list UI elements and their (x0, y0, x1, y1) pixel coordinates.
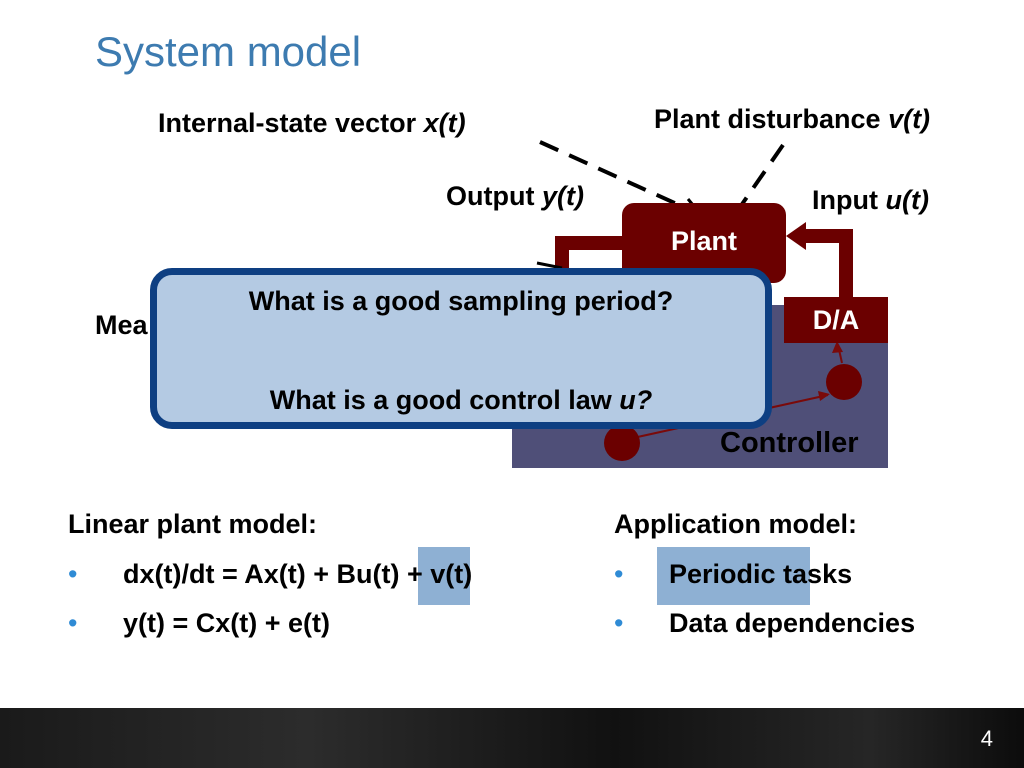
plant-label: Plant (670, 226, 737, 256)
linear-plant-heading: Linear plant model: (68, 509, 318, 539)
input-arrowhead (786, 222, 806, 250)
data-dependencies-item: • Data dependencies (614, 608, 916, 638)
controller-up-arrowhead (832, 341, 843, 353)
periodic-highlight (657, 547, 810, 605)
plant-disturbance-label: Plant disturbance v(t) (654, 104, 931, 134)
disturbance-arrow (736, 143, 785, 212)
bullet-icon: • (68, 608, 78, 638)
da-converter-box (784, 297, 888, 343)
bullet-icon: • (614, 559, 624, 589)
bullet-icon: • (614, 608, 624, 638)
internal-state-label: Internal-state vector x(t) (158, 108, 466, 138)
da-converter-label: D/A (812, 305, 860, 335)
output-dash (536, 261, 563, 270)
controller-internals (604, 341, 862, 461)
periodic-tasks-item: • Periodic tasks (614, 559, 853, 589)
footer-band (0, 708, 1024, 768)
question-control-law: What is a good control law u? (269, 385, 653, 415)
page-number: 4 (980, 726, 993, 751)
input-label: Input u(t) (812, 185, 929, 215)
output-label: Output y(t) (446, 181, 584, 211)
internal-state-arrow (539, 140, 691, 212)
bullet-icon: • (68, 559, 78, 589)
controller-node-left (604, 425, 640, 461)
u-highlight (418, 547, 470, 605)
question-sampling-period: What is a good sampling period? (248, 286, 674, 316)
plant-equation-state: • dx(t)/dt = Ax(t) + Bu(t) + v(t) (68, 559, 473, 589)
controller-label: Controller (720, 427, 859, 459)
plant-equation-output: • y(t) = Cx(t) + e(t) (68, 608, 331, 638)
measurement-label: Mea (95, 310, 148, 340)
controller-link-arrowhead (818, 391, 830, 401)
slide-title: System model (95, 28, 362, 75)
question-callout: What is a good sampling period? What is … (150, 268, 772, 429)
application-model-heading: Application model: (614, 509, 857, 539)
input-path (800, 229, 853, 297)
controller-node-right (826, 364, 862, 400)
